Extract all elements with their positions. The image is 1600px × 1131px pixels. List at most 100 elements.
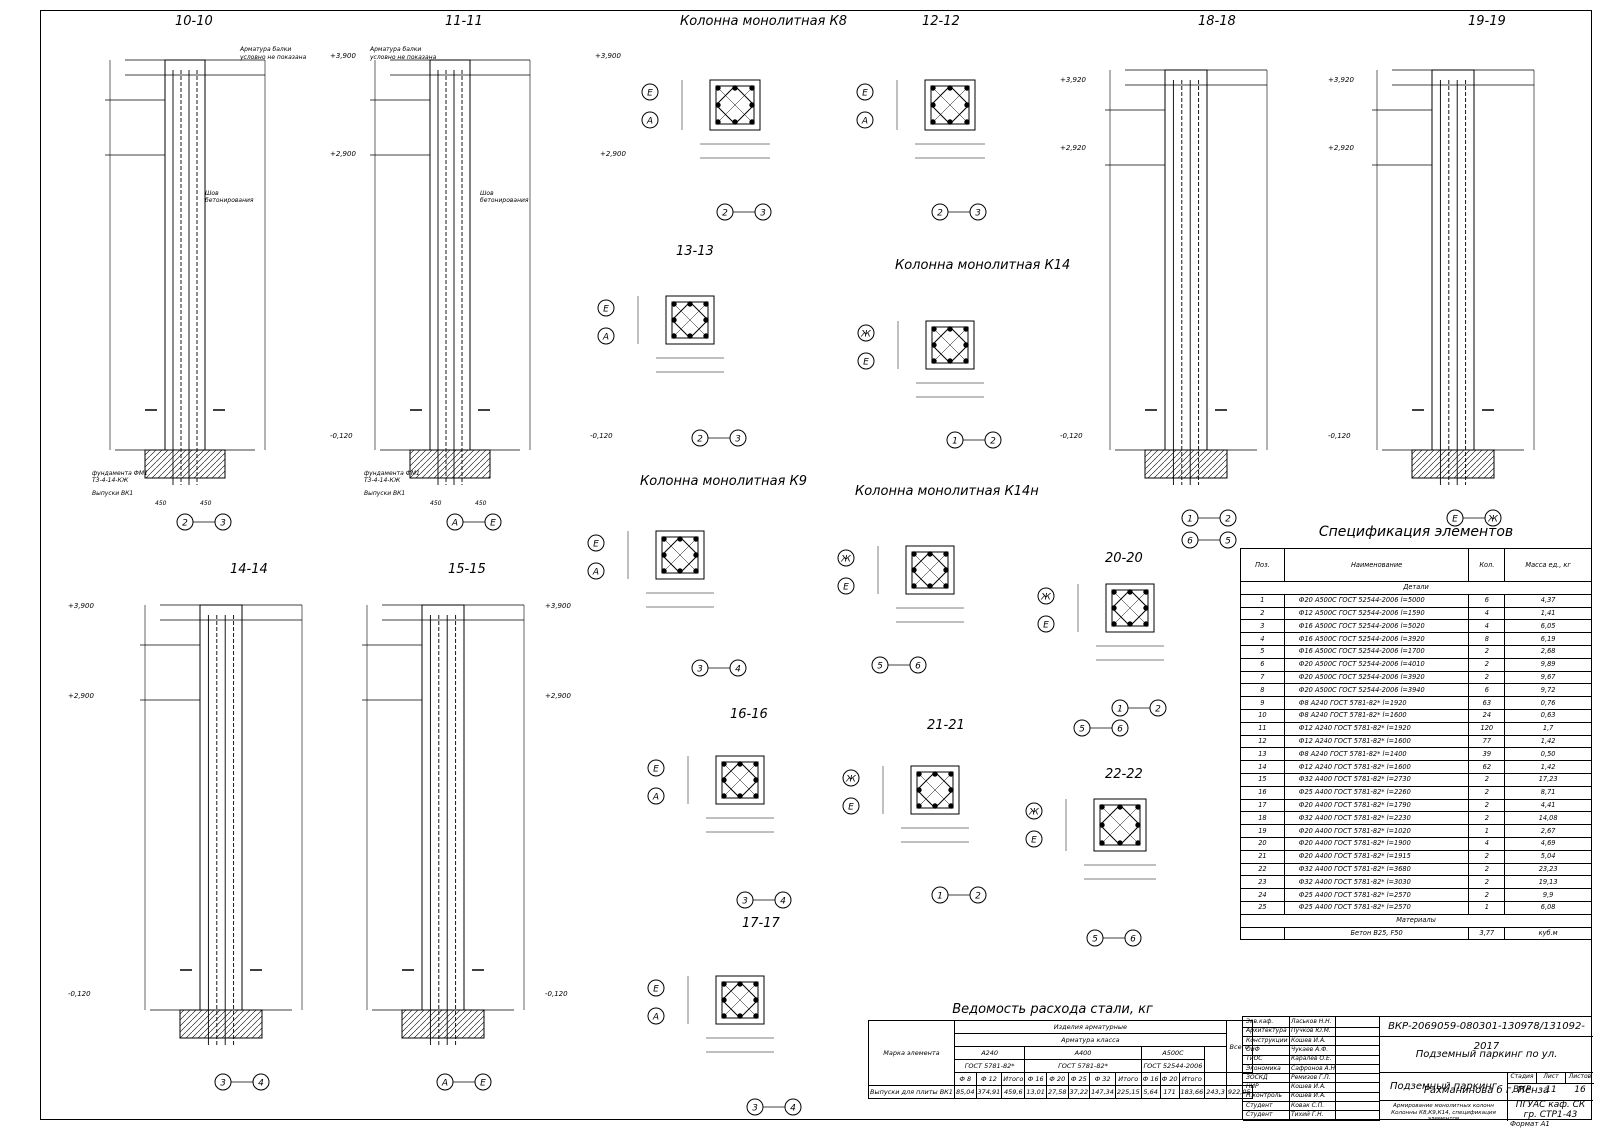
spec-qty: 2 — [1468, 862, 1506, 877]
spec-pos: 19 — [1240, 824, 1285, 838]
axis-bubble — [857, 352, 875, 370]
rebar-dot — [661, 568, 667, 574]
axis-label: Е — [603, 305, 609, 315]
spec-name: Ф32 А400 ГОСТ 5781-82* l=2730 — [1283, 772, 1470, 787]
rebar-dot — [932, 771, 938, 777]
spec-qty: 2 — [1468, 888, 1506, 902]
spec-mass: 2,67 — [1504, 824, 1592, 838]
spec-qty: 4 — [1468, 836, 1506, 851]
steel-class-name: А400 — [1024, 1046, 1142, 1060]
tb-row-line — [1243, 1091, 1379, 1093]
rebar-dot — [916, 787, 922, 793]
spec-mass: 1,7 — [1504, 721, 1592, 736]
spec-mass: 6,05 — [1504, 619, 1592, 634]
tb-role: Зав.каф. — [1246, 1018, 1274, 1025]
elevation-mark: +2,920 — [1060, 144, 1086, 152]
axis-label: 3 — [220, 519, 226, 529]
tb-person: Ковак С.П. — [1291, 1101, 1325, 1109]
view-title: 21-21 — [927, 718, 965, 733]
rebar-dot — [963, 326, 969, 332]
axis-label: 1 — [1187, 515, 1193, 525]
steel-value: 13,01 — [1024, 1085, 1047, 1099]
rebar-dot — [749, 102, 755, 108]
rebar-dot — [931, 326, 937, 332]
rebar-dot — [693, 536, 699, 542]
stage-header: Стадия — [1508, 1073, 1537, 1084]
column-outline — [1164, 69, 1208, 451]
section-diagonal — [931, 326, 969, 364]
rebar-dot — [947, 326, 953, 332]
spec-pos: 6 — [1240, 657, 1285, 672]
spec-material-qty: 3,77 — [1468, 926, 1506, 941]
spec-name: Ф8 А240 ГОСТ 5781-82* l=1400 — [1283, 747, 1470, 762]
steel-value: 171 — [1159, 1085, 1180, 1099]
steel-col-total: Всего — [1225, 1020, 1253, 1073]
axis-label: Е — [843, 583, 849, 593]
spec-name: Ф20 А400 ГОСТ 5781-82* l=1915 — [1283, 849, 1470, 864]
steel-class-name: А500С — [1140, 1046, 1206, 1060]
spec-name: Ф25 А400 ГОСТ 5781-82* l=2570 — [1283, 888, 1470, 902]
sheet-header: Лист — [1537, 1073, 1566, 1084]
spec-qty: 2 — [1468, 772, 1506, 787]
tb-person: Кошев И.А. — [1291, 1083, 1326, 1091]
spec-qty: 4 — [1468, 619, 1506, 634]
spec-name: Ф20 А500С ГОСТ 52544-2006 l=3940 — [1283, 683, 1470, 698]
steel-class-name: А240 — [953, 1046, 1026, 1060]
spec-name: Ф20 А400 ГОСТ 5781-82* l=1900 — [1283, 836, 1470, 851]
elevation-mark: -0,120 — [1060, 432, 1083, 440]
dimension: 450 — [200, 500, 212, 507]
elevation-mark: -0,120 — [545, 990, 568, 998]
spec-qty: 120 — [1468, 721, 1506, 736]
elevation-mark: +3,920 — [1328, 76, 1354, 84]
axis-label: 1 — [937, 892, 943, 902]
axis-bubble — [647, 1007, 665, 1025]
note-foundation: фундамента ФМ1 — [92, 470, 148, 477]
tb-row-line — [1243, 1110, 1379, 1112]
column-outline — [421, 604, 465, 1011]
axis-bubble — [647, 787, 665, 805]
rebar-dot — [753, 1013, 759, 1019]
spec-pos — [1240, 926, 1285, 941]
note-outlets: Выпуски ВК1 — [364, 490, 406, 497]
spec-mass: 14,08 — [1504, 811, 1592, 826]
axis-label: А — [451, 519, 458, 529]
steel-sub-header: Ф 16 — [1024, 1072, 1047, 1086]
foundation-block — [401, 1009, 485, 1039]
rebar-dot — [911, 567, 917, 573]
rebar-dot — [693, 552, 699, 558]
steel-value: 147,34 — [1089, 1085, 1116, 1099]
elevation-mark: +3,900 — [595, 52, 621, 60]
spec-name: Ф8 А240 ГОСТ 5781-82* l=1920 — [1283, 696, 1470, 710]
rebar-dot — [677, 568, 683, 574]
sheet-value: 11 — [1545, 1085, 1557, 1095]
rebar-dot — [1117, 804, 1123, 810]
tb-role: Экономика — [1246, 1064, 1281, 1072]
spec-mass: 8,71 — [1504, 785, 1592, 800]
tb-role: Н.контроль — [1246, 1092, 1282, 1100]
axis-label: Ж — [860, 330, 871, 340]
axis-label: Е — [653, 985, 659, 995]
elevation-mark: +2,900 — [600, 150, 626, 158]
spec-name: Ф20 А400 ГОСТ 5781-82* l=1020 — [1283, 824, 1470, 838]
spec-pos: 17 — [1240, 798, 1285, 813]
spec-mass: 9,72 — [1504, 683, 1592, 698]
axis-label: Е — [862, 89, 868, 99]
spec-qty: 77 — [1468, 734, 1506, 749]
spec-name: Ф16 А500С ГОСТ 52544-2006 l=5020 — [1283, 619, 1470, 634]
rebar-dot — [1143, 621, 1149, 627]
spec-header-mass: Масса ед., кг — [1504, 548, 1592, 582]
axis-label: 3 — [220, 1079, 226, 1089]
axis-bubble — [587, 534, 605, 552]
note-foundation-code: ТЗ-4-14-КЖ — [364, 477, 401, 484]
steel-value: 459,6 — [1001, 1085, 1026, 1099]
tb-person: Сафронов А.Н. — [1291, 1064, 1337, 1072]
spec-name: Ф25 А400 ГОСТ 5781-82* l=2260 — [1283, 785, 1470, 800]
note-beam: Арматура балки — [240, 46, 292, 53]
rebar-dot — [1127, 621, 1133, 627]
axis-label: 2 — [1155, 705, 1161, 715]
